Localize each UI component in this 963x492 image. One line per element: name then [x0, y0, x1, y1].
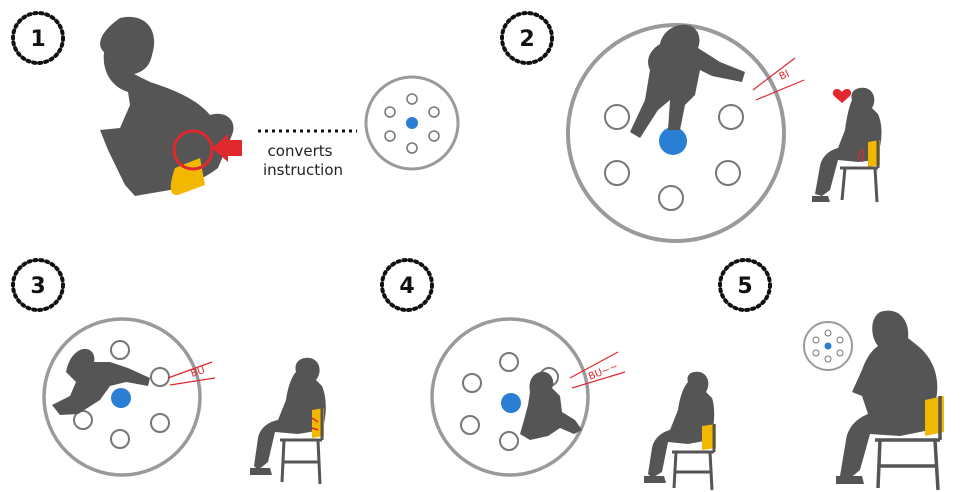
- step-4: 4 BU~~: [382, 260, 716, 490]
- step-1-badge: 1: [13, 13, 63, 63]
- device-small: [366, 77, 458, 169]
- step-4-number: 4: [399, 274, 414, 299]
- device-large: [432, 319, 588, 475]
- seated-person-3: [250, 358, 326, 484]
- seated-person-4: [644, 372, 716, 490]
- seated-person-5: [836, 311, 944, 490]
- step-3-number: 3: [30, 274, 45, 299]
- step-5-badge: 5: [720, 260, 770, 310]
- step-3-badge: 3: [13, 260, 63, 310]
- step-2-badge: 2: [502, 13, 552, 63]
- heart-icon: [833, 89, 851, 103]
- step-1-number: 1: [30, 27, 45, 52]
- device-large: [44, 319, 200, 475]
- step-3: 3 BU: [13, 260, 326, 484]
- seated-person-2: [812, 88, 882, 202]
- step-5-number: 5: [737, 274, 752, 299]
- step-4-badge: 4: [382, 260, 432, 310]
- step-5: 5: [720, 260, 944, 490]
- step-2-number: 2: [519, 27, 534, 52]
- person-silhouette: [100, 17, 233, 196]
- step-2: 2 BI: [502, 13, 882, 241]
- sound-effect-2: BI: [778, 69, 792, 83]
- sound-effect-4: BU~~: [587, 361, 620, 383]
- caption-converts: converts: [268, 142, 333, 160]
- caption-instruction: instruction: [263, 161, 343, 179]
- step-1: 1 converts instruction: [13, 13, 458, 196]
- device-small: [804, 322, 852, 370]
